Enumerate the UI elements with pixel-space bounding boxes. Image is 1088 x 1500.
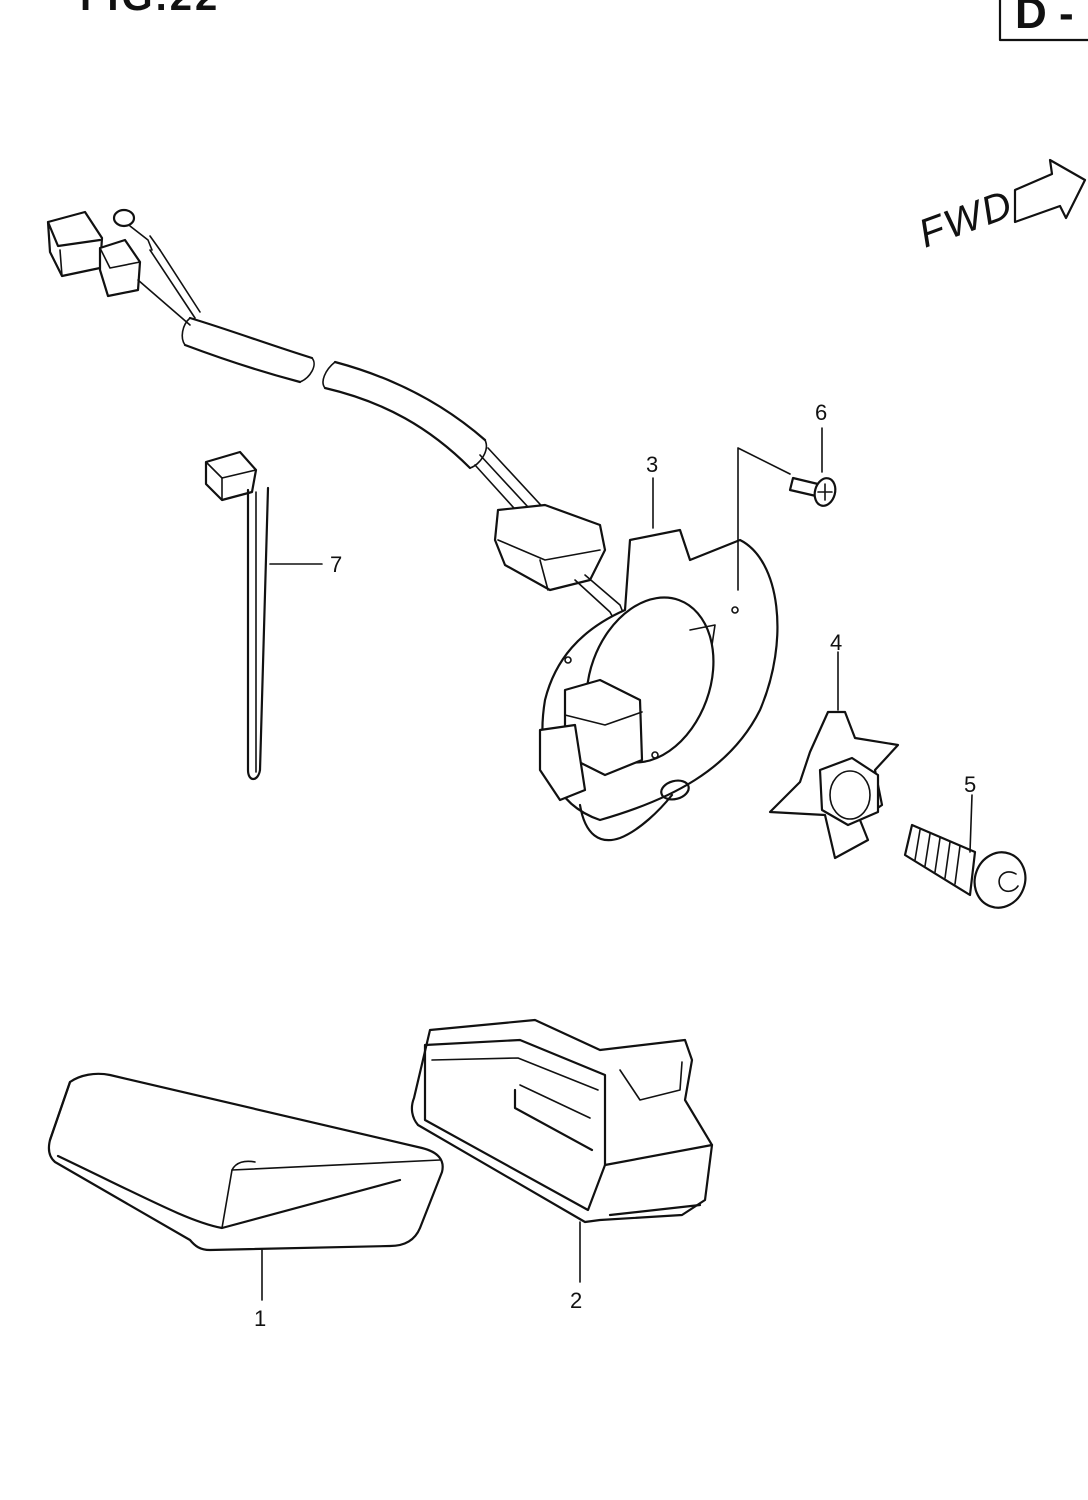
callout-7: 7 [330, 552, 342, 577]
callout-6: 6 [815, 400, 827, 425]
pulser-coil-plate [538, 528, 779, 842]
wire-harness [46, 208, 631, 641]
cable-tie-7 [204, 450, 270, 781]
figure-label: FIG.22 [80, 0, 220, 19]
callout-3: 3 [646, 452, 658, 477]
cdi-unit-1 [47, 1072, 444, 1252]
rotor-4 [768, 710, 900, 860]
screw-6 [737, 447, 837, 591]
page-code-text: D - [1015, 0, 1074, 38]
leader-lines [261, 427, 973, 1301]
bolt-5 [903, 823, 1027, 909]
cdi-case-2 [410, 1018, 714, 1224]
callout-1: 1 [254, 1306, 266, 1331]
callout-2: 2 [570, 1288, 582, 1313]
fwd-label: FWD [913, 182, 1019, 257]
callout-4: 4 [830, 630, 842, 655]
callout-5: 5 [964, 772, 976, 797]
fwd-indicator: FWD [913, 158, 1087, 257]
page-code-box: D - [998, 0, 1088, 42]
fwd-arrow-icon [1013, 158, 1087, 224]
